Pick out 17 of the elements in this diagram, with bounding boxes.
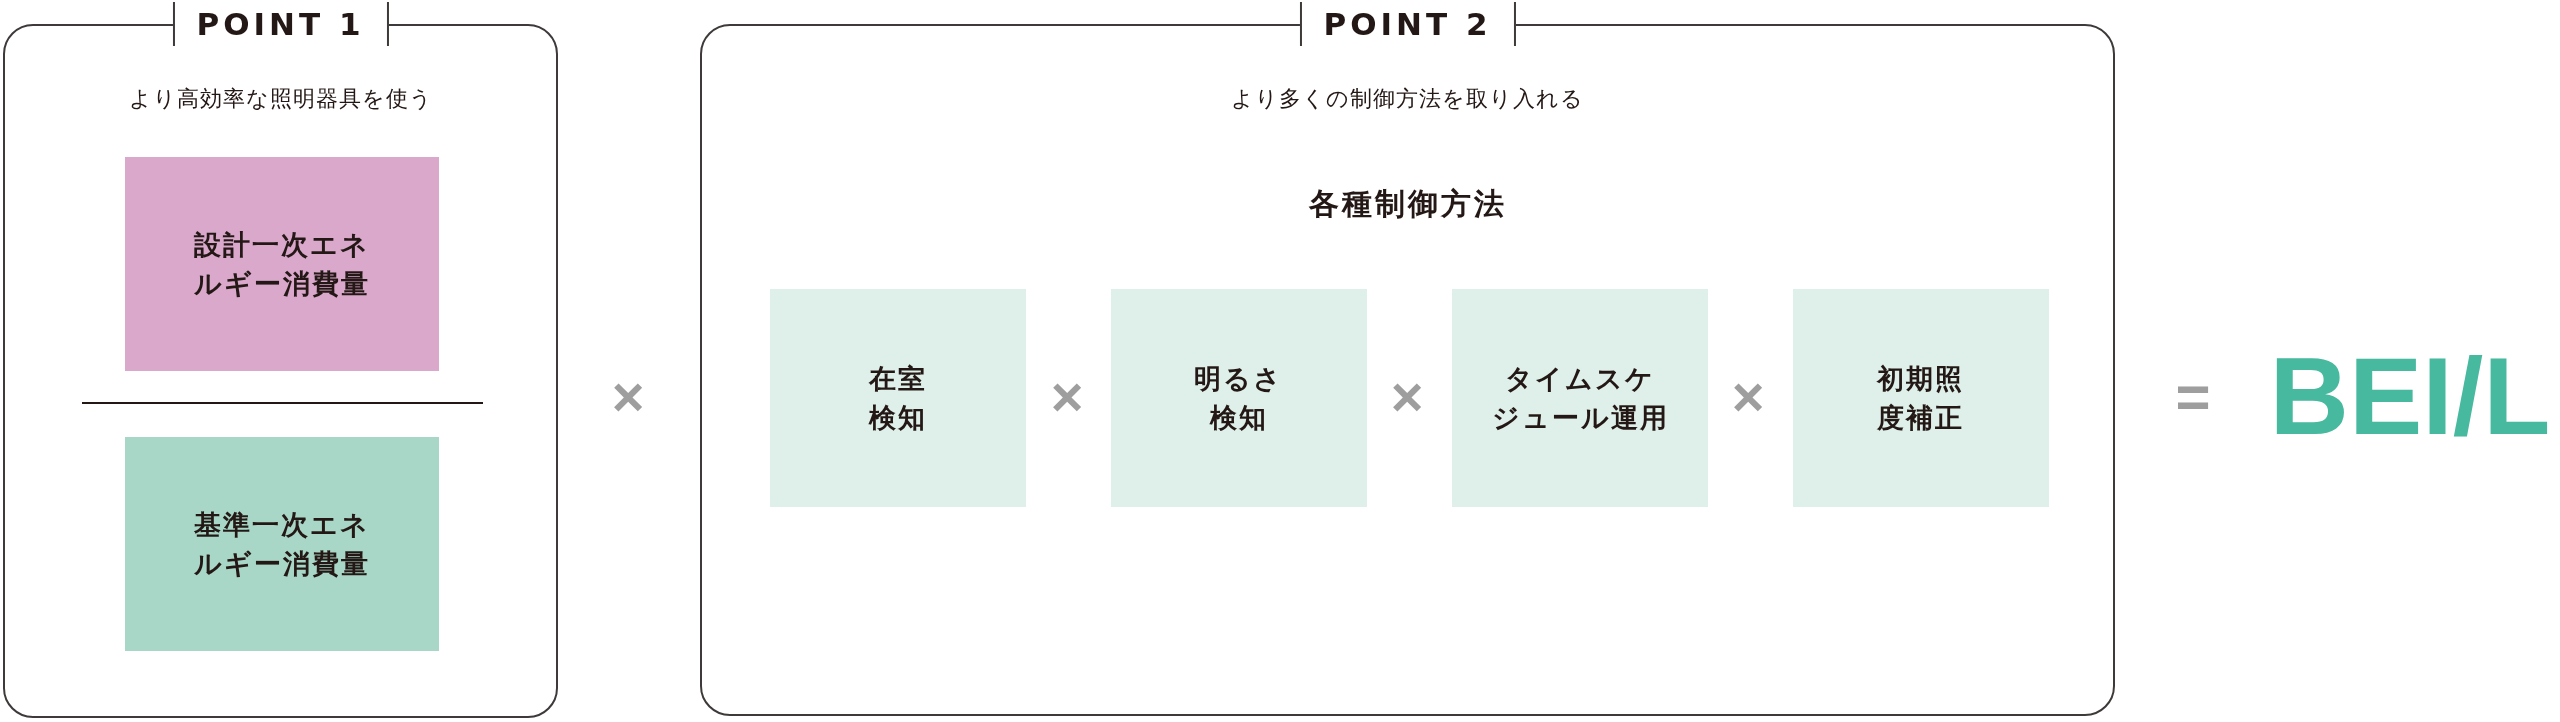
multiply-sign: × bbox=[1731, 369, 1765, 425]
term-box: タイムスケジュール運用 bbox=[1452, 289, 1708, 507]
equals-sign: = bbox=[2175, 367, 2211, 427]
multiply-sign: × bbox=[1050, 369, 1084, 425]
term-box: 設計一次エネルギー消費量 bbox=[125, 157, 439, 371]
term-box: 在室検知 bbox=[770, 289, 1026, 507]
result-label: BEI/L bbox=[2269, 341, 2551, 451]
panel-title: POINT 2 bbox=[1299, 2, 1516, 46]
term-box: 初期照度補正 bbox=[1793, 289, 2049, 507]
panel-subtitle: より多くの制御方法を取り入れる bbox=[1230, 85, 1585, 113]
panel-heading: 各種制御方法 bbox=[1307, 185, 1508, 223]
multiply-sign: × bbox=[611, 369, 645, 425]
panel-title: POINT 1 bbox=[172, 2, 389, 46]
multiply-sign: × bbox=[1390, 369, 1424, 425]
term-box: 基準一次エネルギー消費量 bbox=[125, 437, 439, 651]
panel-subtitle: より高効率な照明器具を使う bbox=[127, 85, 434, 113]
term-box: 明るさ検知 bbox=[1111, 289, 1367, 507]
